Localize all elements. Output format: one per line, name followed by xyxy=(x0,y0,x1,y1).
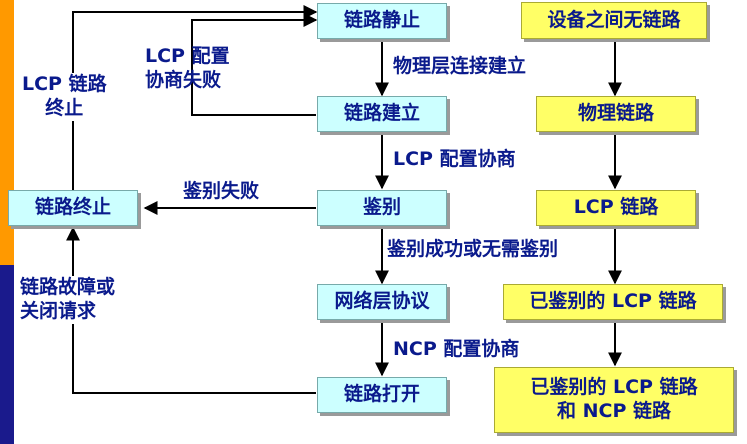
state-open: 链路打开 xyxy=(317,377,447,413)
state-dead: 链路静止 xyxy=(317,3,447,39)
state-establish: 链路建立 xyxy=(317,96,447,132)
label-lcp-terminate: LCP 链路 终止 xyxy=(22,73,107,121)
condition-lcp-ncp-line1: 已鉴别的 LCP 链路 xyxy=(530,376,698,399)
label-fault-close-line1: 链路故障或 xyxy=(20,276,116,298)
side-bar-blue xyxy=(0,265,14,444)
label-lcp-config-fail-line1: LCP 配置 xyxy=(145,45,230,67)
state-network: 网络层协议 xyxy=(317,284,447,320)
label-lcp-terminate-line1: LCP 链路 xyxy=(22,73,107,95)
label-lcp-negotiate: LCP 配置协商 xyxy=(393,148,516,170)
label-fault-close-line2: 关闭请求 xyxy=(20,299,97,322)
state-terminate: 链路终止 xyxy=(8,190,138,226)
condition-no-link: 设备之间无链路 xyxy=(521,2,707,39)
state-authenticate: 鉴别 xyxy=(317,190,447,226)
label-lcp-config-fail-line2: 协商失败 xyxy=(145,68,222,91)
condition-physical: 物理链路 xyxy=(536,96,696,132)
label-lcp-terminate-line2: 终止 xyxy=(45,96,84,119)
condition-authenticated-lcp: 已鉴别的 LCP 链路 xyxy=(503,284,723,320)
label-physical-up: 物理层连接建立 xyxy=(393,55,527,77)
condition-lcp: LCP 链路 xyxy=(536,190,696,226)
label-lcp-config-fail: LCP 配置 协商失败 xyxy=(145,45,230,93)
arrow-establish-to-dead xyxy=(191,13,318,116)
arrow-terminate-to-dead xyxy=(72,5,318,190)
label-ncp-negotiate: NCP 配置协商 xyxy=(393,338,520,360)
label-fault-close: 链路故障或 关闭请求 xyxy=(20,276,116,324)
label-auth-success: 鉴别成功或无需鉴别 xyxy=(387,238,559,260)
condition-lcp-ncp-line2: 和 NCP 链路 xyxy=(556,400,671,422)
condition-lcp-ncp: 已鉴别的 LCP 链路 和 NCP 链路 xyxy=(494,367,734,433)
label-auth-fail: 鉴别失败 xyxy=(183,180,260,202)
